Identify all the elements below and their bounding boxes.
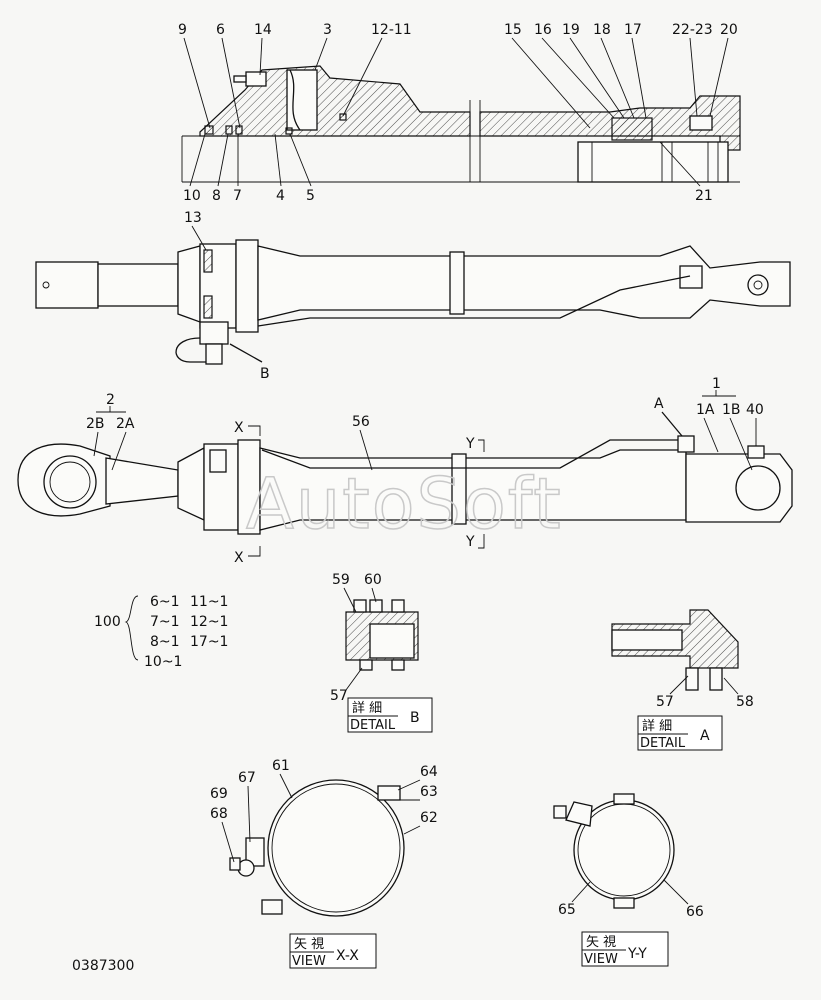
label-18: 18 [593, 22, 611, 38]
label-59: 59 [332, 572, 350, 588]
label-56: 56 [352, 414, 370, 430]
view-yy [553, 793, 675, 909]
view-yy-letter: Y-Y [627, 946, 647, 962]
kit-row-3-a: 8~1 [150, 634, 180, 650]
label-67: 67 [238, 770, 256, 786]
kit-row-1-a: 6~1 [150, 594, 180, 610]
kit-row-2-b: 12~1 [190, 614, 228, 630]
label-8: 8 [212, 188, 221, 204]
label-15: 15 [504, 22, 522, 38]
kit-row-2-a: 7~1 [150, 614, 180, 630]
section-x-top: X [234, 420, 244, 436]
label-13: 13 [184, 210, 202, 226]
view-xx-title-en: VIEW [292, 954, 326, 969]
detail-a-title-en: DETAIL [640, 736, 686, 751]
label-22-23: 22-23 [672, 22, 713, 38]
label-21: 21 [695, 188, 713, 204]
assembly-view [17, 435, 793, 535]
view-yy-title-box [581, 931, 669, 967]
section-y-bottom: Y [465, 534, 475, 550]
drawing-number: 0387300 [72, 958, 134, 974]
label-7: 7 [233, 188, 242, 204]
label-66: 66 [686, 904, 704, 920]
detail-a-title-box [637, 715, 723, 751]
kit-number: 100 [94, 614, 121, 630]
label-1b: 1B [722, 402, 741, 418]
label-19: 19 [562, 22, 580, 38]
section-view [181, 65, 741, 183]
view-yy-title-en: VIEW [584, 952, 618, 967]
kit-row-4-a: 10~1 [144, 654, 182, 670]
side-view [35, 239, 791, 365]
view-xx-title-box [289, 933, 377, 969]
detail-b [345, 599, 419, 671]
label-12-11: 12-11 [371, 22, 412, 38]
label-60: 60 [364, 572, 382, 588]
label-2a: 2A [116, 416, 135, 432]
label-b: B [260, 366, 270, 382]
detail-b-title-box [347, 697, 433, 733]
section-labels: 9 6 14 3 12-11 15 16 19 18 17 22-23 20 1… [178, 22, 738, 204]
detail-a-title-cjk: 詳 細 [642, 718, 672, 734]
kit-row-1-b: 11~1 [190, 594, 228, 610]
label-40: 40 [746, 402, 764, 418]
label-58: 58 [736, 694, 754, 710]
label-61: 61 [272, 758, 290, 774]
detail-a [611, 609, 739, 691]
label-14: 14 [254, 22, 272, 38]
detail-b-title-en: DETAIL [350, 718, 396, 733]
section-y-top: Y [465, 436, 475, 452]
kit-row-3-b: 17~1 [190, 634, 228, 650]
label-1a: 1A [696, 402, 715, 418]
label-62: 62 [420, 810, 438, 826]
label-2b: 2B [86, 416, 105, 432]
section-x-bottom: X [234, 550, 244, 566]
label-63: 63 [420, 784, 438, 800]
label-20: 20 [720, 22, 738, 38]
view-yy-title-cjk: 矢 視 [586, 935, 616, 950]
detail-b-letter: B [410, 710, 420, 726]
label-64: 64 [420, 764, 438, 780]
label-9: 9 [178, 22, 187, 38]
detail-b-title-cjk: 詳 細 [352, 700, 382, 716]
label-5: 5 [306, 188, 315, 204]
label-1: 1 [712, 376, 721, 392]
label-57-b: 57 [330, 688, 348, 704]
label-17: 17 [624, 22, 642, 38]
label-10: 10 [183, 188, 201, 204]
watermark: AutoSoft [246, 463, 563, 545]
view-xx-letter: X-X [336, 948, 359, 964]
kit-list: 100 6~1 11~1 7~1 12~1 8~1 17~1 10~1 [94, 594, 228, 670]
label-69: 69 [210, 786, 228, 802]
label-3: 3 [323, 22, 332, 38]
label-68: 68 [210, 806, 228, 822]
label-16: 16 [534, 22, 552, 38]
view-xx-title-cjk: 矢 視 [294, 937, 324, 952]
view-xx [229, 779, 405, 917]
label-6: 6 [216, 22, 225, 38]
detail-a-letter: A [700, 728, 710, 744]
label-65: 65 [558, 902, 576, 918]
label-57-a: 57 [656, 694, 674, 710]
label-4: 4 [276, 188, 285, 204]
label-a: A [654, 396, 664, 412]
label-2: 2 [106, 392, 115, 408]
